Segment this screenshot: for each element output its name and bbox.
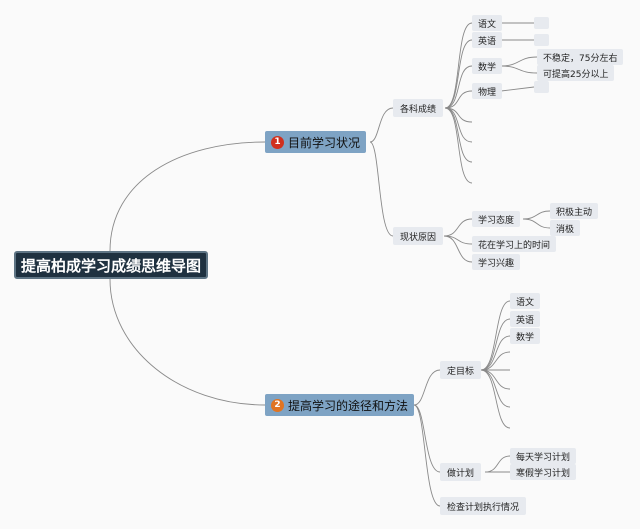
topic-daily-plan[interactable]: 每天学习计划 [510, 448, 577, 464]
topic-math-unstable[interactable]: 不稳定，75分左右 [537, 49, 624, 65]
topic-passive[interactable]: 消极 [550, 220, 581, 236]
topic-learning-attitude[interactable]: 学习态度 [472, 211, 521, 227]
topic-current-reasons[interactable]: 现状原因 [393, 227, 444, 245]
branch-label: 提高学习的途径和方法 [288, 398, 409, 413]
topic-make-plan[interactable]: 做计划 [440, 463, 482, 481]
branch-improvement-methods[interactable]: 2 提高学习的途径和方法 [265, 394, 415, 416]
topic-study-time[interactable]: 花在学习上的时间 [472, 236, 557, 252]
topic-physics[interactable]: 物理 [472, 83, 503, 99]
topic-math[interactable]: 数学 [472, 58, 503, 74]
topic-check-execution[interactable]: 检查计划执行情况 [440, 497, 527, 515]
topic-proactive[interactable]: 积极主动 [550, 203, 599, 219]
topic-goal-chinese[interactable]: 语文 [510, 293, 541, 309]
priority-2-icon: 2 [271, 398, 284, 412]
topic-subject-scores[interactable]: 各科成绩 [393, 99, 444, 117]
branch-label: 目前学习状况 [288, 135, 361, 150]
topic-goal-english[interactable]: 英语 [510, 311, 541, 327]
branch-current-status[interactable]: 1 目前学习状况 [265, 131, 367, 153]
topic-winter-plan[interactable]: 寒假学习计划 [510, 464, 577, 480]
topic-set-goals[interactable]: 定目标 [440, 361, 482, 379]
priority-1-icon: 1 [271, 135, 284, 149]
topic-math-improve[interactable]: 可提高25分以上 [537, 65, 615, 81]
topic-goal-math[interactable]: 数学 [510, 328, 541, 344]
topic-english[interactable]: 英语 [472, 32, 503, 48]
empty-topic[interactable] [534, 17, 549, 29]
empty-topic[interactable] [534, 34, 549, 46]
topic-chinese[interactable]: 语文 [472, 15, 503, 31]
empty-topic[interactable] [534, 81, 549, 93]
central-topic[interactable]: 提高柏成学习成绩思维导图 [14, 251, 208, 279]
topic-learning-interest[interactable]: 学习兴趣 [472, 254, 521, 270]
